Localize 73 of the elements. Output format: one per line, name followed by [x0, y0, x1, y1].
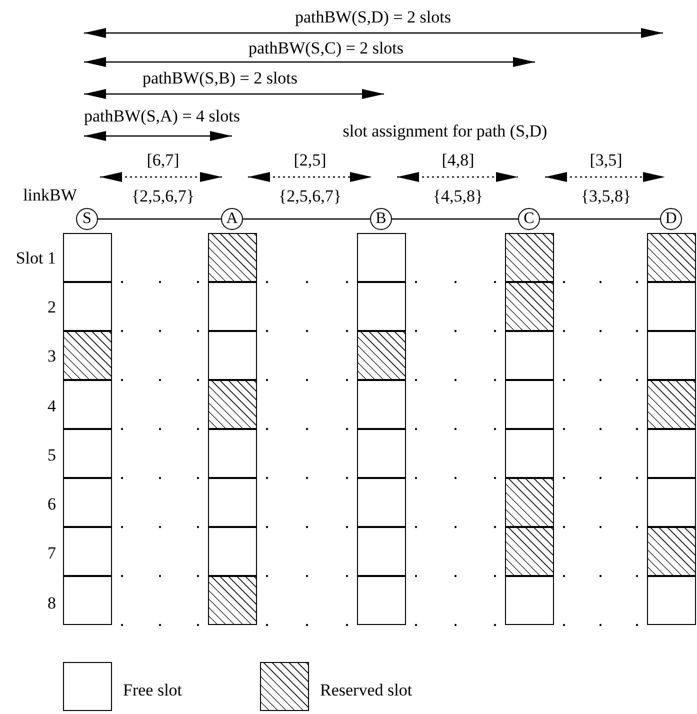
reserved-slot: [357, 331, 406, 380]
free-slot: [208, 282, 257, 331]
free-slot: [647, 331, 696, 380]
legend-text: Reserved slot: [320, 682, 412, 698]
reserved-slot: [208, 380, 257, 429]
slot-number: 4: [48, 398, 56, 414]
free-slot: [647, 576, 696, 625]
reserved-slot: [505, 282, 554, 331]
slot-number: 2: [48, 298, 56, 316]
slot-number: Slot 1: [16, 250, 56, 266]
free-slot: [208, 429, 257, 478]
free-slot: [357, 233, 406, 282]
dimension-label: pathBW(S,A) = 4 slots: [84, 108, 240, 124]
reserved-slot: [647, 380, 696, 429]
node-circle: S: [76, 208, 98, 230]
free-slot: [63, 233, 112, 282]
node-circle: D: [660, 208, 682, 230]
free-slot: [357, 429, 406, 478]
free-slot: [208, 478, 257, 527]
slot-number: 7: [48, 544, 56, 562]
reserved-slot: [63, 331, 112, 380]
slot-number: 5: [48, 446, 56, 464]
link-line: [540, 218, 660, 220]
reserved-slot: [208, 233, 257, 282]
annotation-text: [6,7]: [146, 152, 180, 168]
free-slot: [63, 478, 112, 527]
reserved-slot: [647, 527, 696, 576]
free-slot: [647, 429, 696, 478]
annotation-text: {3,5,8}: [580, 188, 632, 204]
reserved-slot: [208, 576, 257, 625]
free-slot: [357, 380, 406, 429]
annotation-text: [3,5]: [590, 152, 622, 168]
reserved-slot: [505, 478, 554, 527]
reserved-slot: [505, 527, 554, 576]
free-slot: [505, 380, 554, 429]
free-slot: [357, 576, 406, 625]
annotation-text: slot assignment for path (S,D): [342, 122, 548, 140]
free-slot: [505, 331, 554, 380]
free-slot: [505, 576, 554, 625]
link-line: [392, 218, 518, 220]
annotation-text: [4,8]: [442, 152, 474, 168]
dimension-label: pathBW(S,B) = 2 slots: [142, 70, 298, 86]
dimension-label: pathBW(S,C) = 2 slots: [248, 40, 404, 56]
free-slot: [208, 527, 257, 576]
annotation-text: {2,5,6,7}: [131, 188, 195, 204]
reserved-slot: [505, 233, 554, 282]
free-slot: [357, 282, 406, 331]
legend-text: Free slot: [123, 682, 182, 698]
annotation-text: {4,5,8}: [432, 188, 484, 204]
free-slot: [208, 331, 257, 380]
free-slot: [63, 282, 112, 331]
free-slot: [647, 282, 696, 331]
node-circle: C: [518, 208, 540, 230]
free-slot: [63, 429, 112, 478]
annotation-text: [2,5]: [294, 152, 326, 168]
node-circle: A: [221, 208, 243, 230]
slot-number: 6: [48, 496, 56, 512]
free-slot: [63, 527, 112, 576]
free-slot: [647, 478, 696, 527]
slot-number: 3: [48, 348, 56, 364]
free-slot: [357, 527, 406, 576]
node-circle: B: [370, 208, 392, 230]
dimension-label: pathBW(S,D) = 2 slots: [295, 8, 451, 26]
annotation-text: {2,5,6,7}: [278, 188, 342, 204]
annotation-text: linkBW: [23, 186, 77, 204]
free-slot: [63, 576, 112, 625]
free-slot: [357, 478, 406, 527]
link-line: [243, 218, 370, 220]
free-slot: [63, 380, 112, 429]
slot-number: 8: [48, 594, 56, 612]
free-slot: [505, 429, 554, 478]
link-line: [98, 218, 221, 220]
reserved-slot: [647, 233, 696, 282]
